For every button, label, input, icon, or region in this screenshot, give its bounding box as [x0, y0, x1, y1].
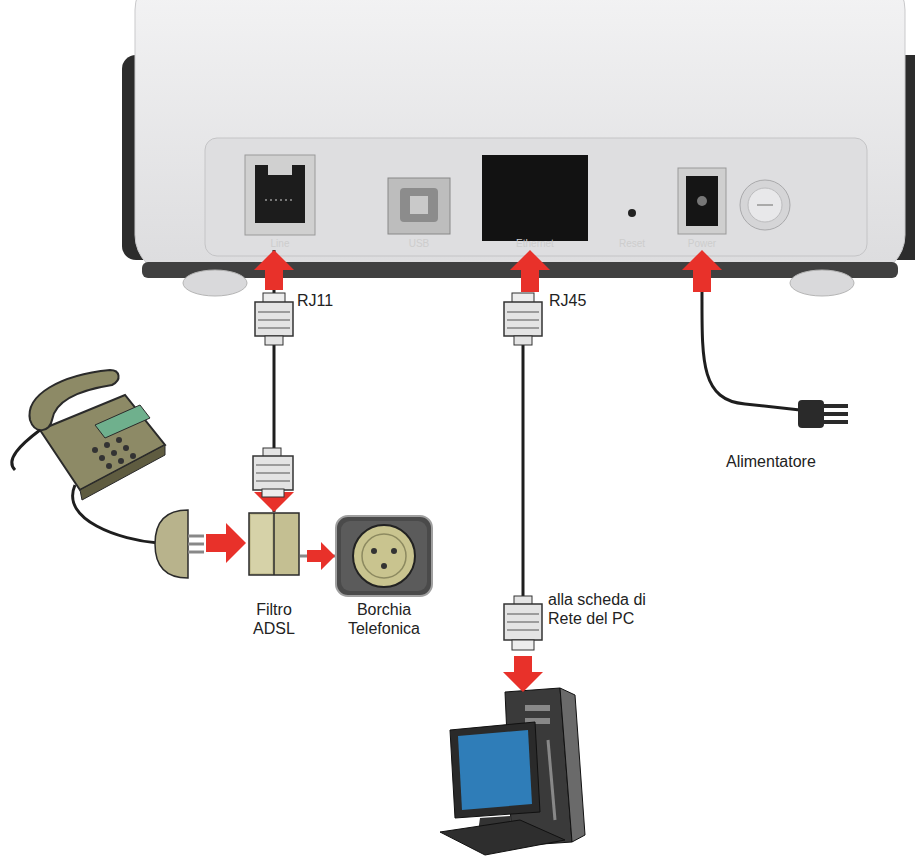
modem-illustration — [122, 0, 915, 296]
part-label: Alimentatore — [726, 452, 816, 471]
cable-connector — [300, 555, 335, 558]
power-plug — [798, 400, 848, 428]
port-label: Line — [271, 238, 290, 249]
node-label: Borchia Telefonica — [329, 600, 439, 638]
telephone — [12, 370, 165, 543]
note-label: alla scheda di Rete del PC — [548, 590, 678, 628]
insert-arrow — [503, 656, 543, 692]
insert-arrow — [206, 523, 246, 563]
connector-label: RJ45 — [549, 291, 586, 310]
phone-plug — [155, 510, 204, 578]
rj11-plug — [253, 448, 293, 497]
port-label: Reset — [619, 238, 645, 249]
rj45-plug — [504, 596, 542, 650]
port-label: USB — [409, 238, 430, 249]
filter-shape — [248, 512, 300, 576]
rj11-plug — [255, 293, 293, 345]
computer — [440, 688, 585, 855]
adsl-filter: Filtro ADSL — [248, 512, 300, 576]
socket-shape — [335, 515, 433, 597]
node-label: Filtro ADSL — [239, 600, 309, 638]
port-label: Ethernet — [516, 238, 554, 249]
power-cable — [702, 290, 800, 410]
insert-arrow — [682, 250, 722, 292]
insert-arrow — [510, 250, 550, 292]
ethernet-cable — [522, 340, 525, 600]
connector-label: RJ11 — [297, 291, 333, 310]
port-label: Power — [688, 238, 716, 249]
wall-socket: Borchia Telefonica — [335, 515, 433, 597]
modem-box: Line USB Ethernet Reset Power — [130, 0, 915, 250]
rj45-plug — [504, 293, 542, 345]
